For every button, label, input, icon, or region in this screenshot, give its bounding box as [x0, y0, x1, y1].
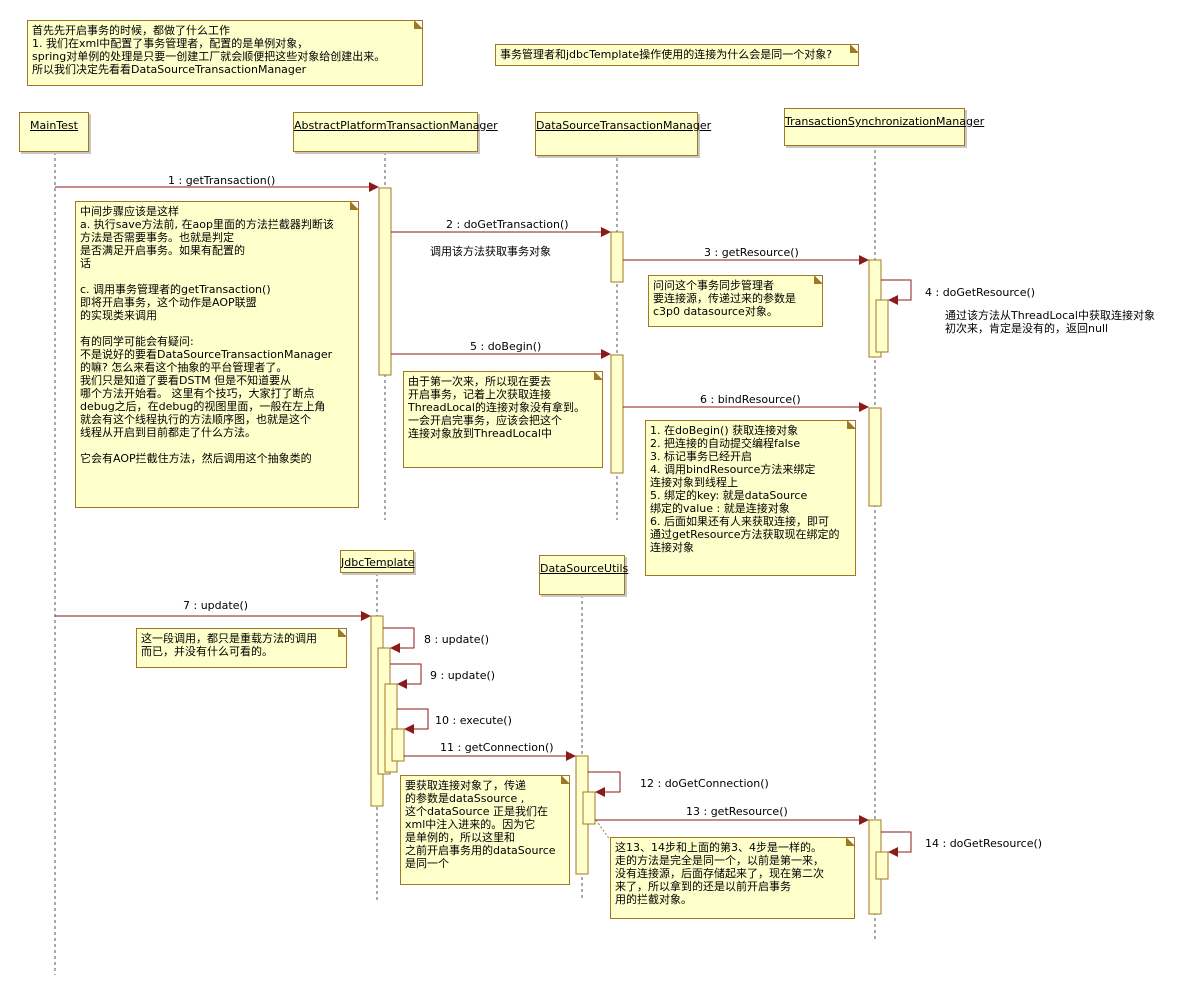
note-connector: [595, 819, 611, 841]
overload-note: 这一段调用，都只是重载方法的调用 而已，并没有什么可看的。: [136, 628, 347, 668]
msg-label-m2: 2 : doGetTransaction(): [446, 218, 569, 231]
activation-dstm-1: [610, 231, 624, 283]
msg-label-m7: 7 : update(): [183, 599, 249, 612]
threadlocal-description: 通过该方法从ThreadLocal中获取连接对象 初次来，肯定是没有的，返回nu…: [945, 309, 1155, 335]
first-time-note: 由于第一次来，所以现在要去 开启事务，记着上次获取连接 ThreadLocal的…: [403, 371, 603, 468]
msg-label-m11: 11 : getConnection(): [440, 741, 554, 754]
participant-maintest: MainTest: [19, 112, 89, 152]
msg-label-m12: 12 : doGetConnection(): [640, 777, 769, 790]
msg-label-m4: 4 : doGetResource(): [925, 286, 1036, 299]
title-question-note: 事务管理者和jdbcTemplate操作使用的连接为什么会是同一个对象?: [495, 44, 859, 66]
activation-tsm-2: [868, 407, 882, 507]
activation-dstm-2: [610, 354, 624, 474]
participant-aptm: AbstractPlatformTransactionManager: [293, 112, 498, 152]
activation-tsm-3-inner: [875, 851, 889, 880]
activation-aptm: [378, 187, 392, 376]
participant-dstm: DataSourceTransactionManager: [535, 112, 711, 156]
participant-tsm: TransactionSynchronizationManager: [784, 108, 984, 146]
activation-jdbc-4: [391, 728, 405, 762]
arrow-m14: [881, 831, 912, 857]
arrow-m10: [397, 708, 429, 734]
msg-label-m5: 5 : doBegin(): [470, 340, 542, 353]
participant-datasourceutils: DataSourceUtils: [539, 555, 628, 595]
msg-label-m1: 1 : getTransaction(): [168, 174, 276, 187]
msg-label-m10: 10 : execute(): [435, 714, 512, 727]
msg-label-m13: 13 : getResource(): [686, 805, 788, 818]
call-description: 调用该方法获取事务对象: [430, 245, 551, 258]
middle-steps-note: 中间步骤应该是这样 a. 执行save方法前, 在aop里面的方法拦截器判断该 …: [75, 201, 359, 508]
activation-tsm-1-inner: [875, 299, 889, 353]
ask-manager-note: 问问这个事务同步管理者 要连接源，传递过来的参数是 c3p0 datasourc…: [648, 275, 823, 327]
arrow-m8: [383, 627, 415, 653]
arrow-m9: [390, 663, 422, 689]
dobegin-steps-note: 1. 在doBegin() 获取连接对象 2. 把连接的自动提交编程false …: [645, 420, 856, 576]
participant-jdbctemplate: JdbcTemplate: [340, 550, 414, 573]
msg-label-m9: 9 : update(): [430, 669, 496, 682]
get-connection-note: 要获取连接对象了，传递 的参数是dataSsource , 这个dataSour…: [400, 775, 570, 885]
arrow-m12: [588, 771, 621, 797]
msg-label-m14: 14 : doGetResource(): [925, 837, 1043, 850]
msg-label-m8: 8 : update(): [424, 633, 490, 646]
arrow-m4: [881, 279, 912, 305]
intro-note: 首先先开启事务的时候，都做了什么工作 1. 我们在xml中配置了事务管理者，配置…: [27, 20, 423, 86]
same-steps-note: 这13、14步和上面的第3、4步是一样的。 走的方法是完全是同一个，以前是第一来…: [610, 837, 855, 919]
activation-dsu-2: [582, 791, 596, 825]
msg-label-m3: 3 : getResource(): [704, 246, 799, 259]
msg-label-m6: 6 : bindResource(): [700, 393, 801, 406]
